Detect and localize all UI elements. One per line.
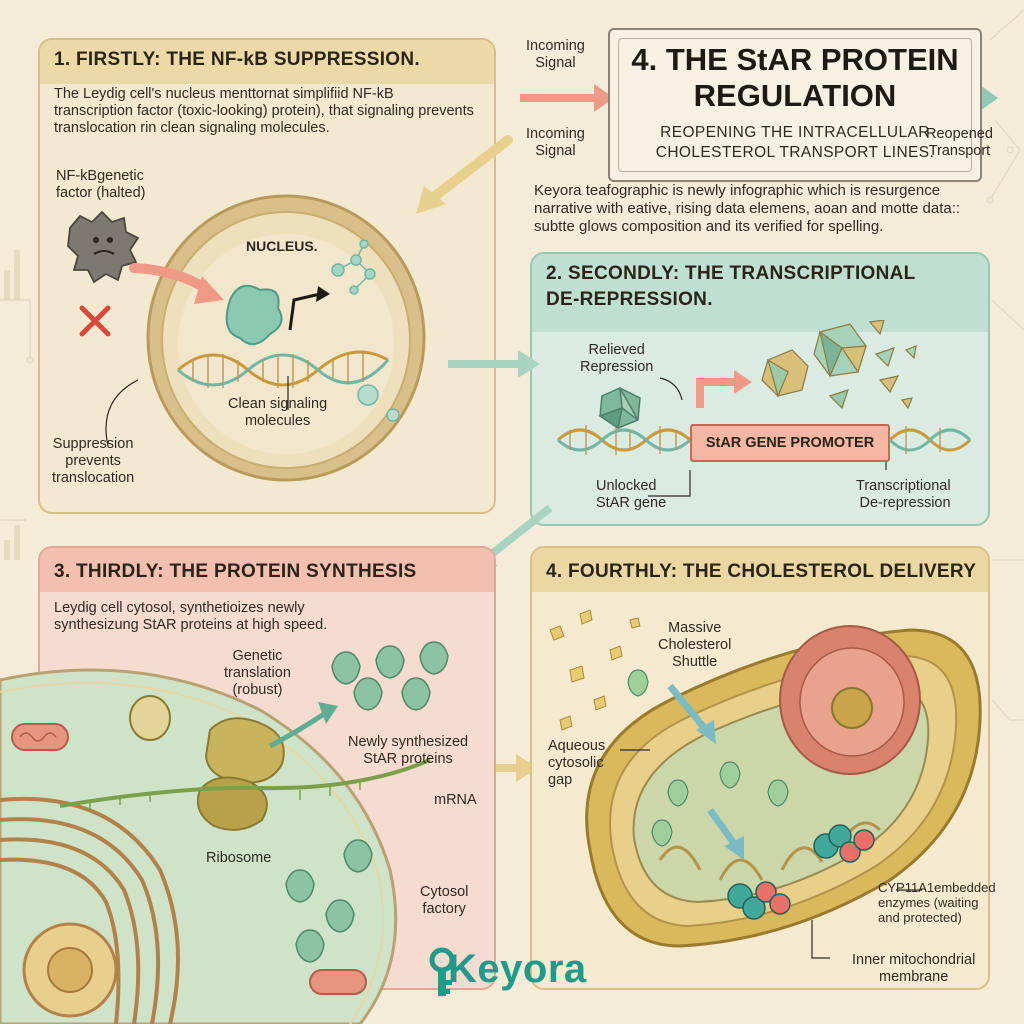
- label-nfkb-factor: NF-kBgenetic factor (halted): [56, 168, 146, 201]
- hero-inner-frame: [618, 38, 972, 172]
- arrow-to-panel1: [416, 135, 513, 214]
- hero-title-box: 4. THE StAR PROTEIN REGULATION REOPENING…: [608, 28, 982, 182]
- label-ribosome: Ribosome: [206, 850, 272, 866]
- panel-header: [40, 40, 494, 84]
- star-proteins-cluster: [285, 641, 449, 963]
- panel1-text: The Leydig cell's nucleus menttornat sim…: [54, 86, 474, 136]
- cytosol-illustration: [0, 668, 431, 1024]
- label-suppression: Suppression prevents translocation: [52, 436, 135, 486]
- label-transcriptional-derepression: Transcriptional De-repression: [856, 478, 951, 511]
- panel2-title-line2: DE-REPRESSION.: [546, 289, 713, 310]
- label-cytosol-factory: Cytosol factory: [420, 884, 469, 917]
- hero-title-line1: 4. THE StAR PROTEIN: [631, 42, 959, 77]
- gene-promoter-illustration: [556, 320, 972, 497]
- panel4-title: 4. FOURTHLY: THE CHOLESTEROL DELIVERY: [546, 561, 977, 582]
- panel-header: [40, 548, 494, 592]
- label-cholesterol-shuttle: Massive Cholesterol Shuttle: [658, 620, 732, 670]
- panel3-title: 3. THIRDLY: THE PROTEIN SYNTHESIS: [54, 561, 417, 582]
- keyora-logo-icon: [429, 947, 455, 996]
- hero-subtitle-line1: REOPENING THE INTRACELLULAR: [660, 124, 930, 141]
- label-unlocked-gene: Unlocked StAR gene: [596, 478, 667, 511]
- panel-transcriptional-derepression: [530, 252, 990, 526]
- nucleus-illustration: [67, 194, 426, 482]
- label-incoming-top: Incoming Signal: [526, 38, 585, 71]
- description-text: Keyora teafographic is newly infographic…: [534, 182, 961, 235]
- hero-subtitle-line2: CHOLESTEROL TRANSPORT LINES.: [655, 144, 935, 161]
- panel-header: [532, 548, 988, 592]
- arrow-panel1-to-panel2: [448, 350, 540, 378]
- label-clean-signaling: Clean signaling molecules: [228, 396, 328, 429]
- label-inner-membrane: Inner mitochondrial membrane: [852, 952, 976, 985]
- panel-header: [532, 254, 988, 332]
- label-cyp11a1-enzymes: CYP11A1embedded enzymes (waiting and pro…: [878, 880, 996, 925]
- label-aqueous-gap: Aqueous cytosolic gap: [548, 738, 606, 788]
- hero-title-line2: REGULATION: [693, 78, 897, 113]
- star-gene-promoter: StAR GENE PROMOTER: [690, 424, 890, 462]
- label-reopened: Reopened Transport: [926, 126, 993, 159]
- label-nucleus: NUCLEUS.: [246, 238, 318, 254]
- panel1-title: 1. FIRSTLY: THE NF-kB SUPPRESSION.: [54, 49, 420, 70]
- label-newly-synthesized: Newly synthesized StAR proteins: [348, 734, 469, 767]
- mitochondrion-illustration: [549, 609, 982, 959]
- label-incoming-bottom: Incoming Signal: [526, 126, 585, 159]
- label-mrna: mRNA: [434, 792, 477, 808]
- label-genetic-translation: Genetic translation (robust): [224, 648, 291, 698]
- panel3-text: Leydig cell cytosol, synthetioizes newly…: [54, 600, 328, 633]
- label-relieved-repression: Relieved Repression: [580, 342, 654, 375]
- keyora-logo-text: Keyora: [448, 947, 587, 991]
- panel2-title-line1: 2. SECONDLY: THE TRANSCRIPTIONAL: [546, 263, 916, 284]
